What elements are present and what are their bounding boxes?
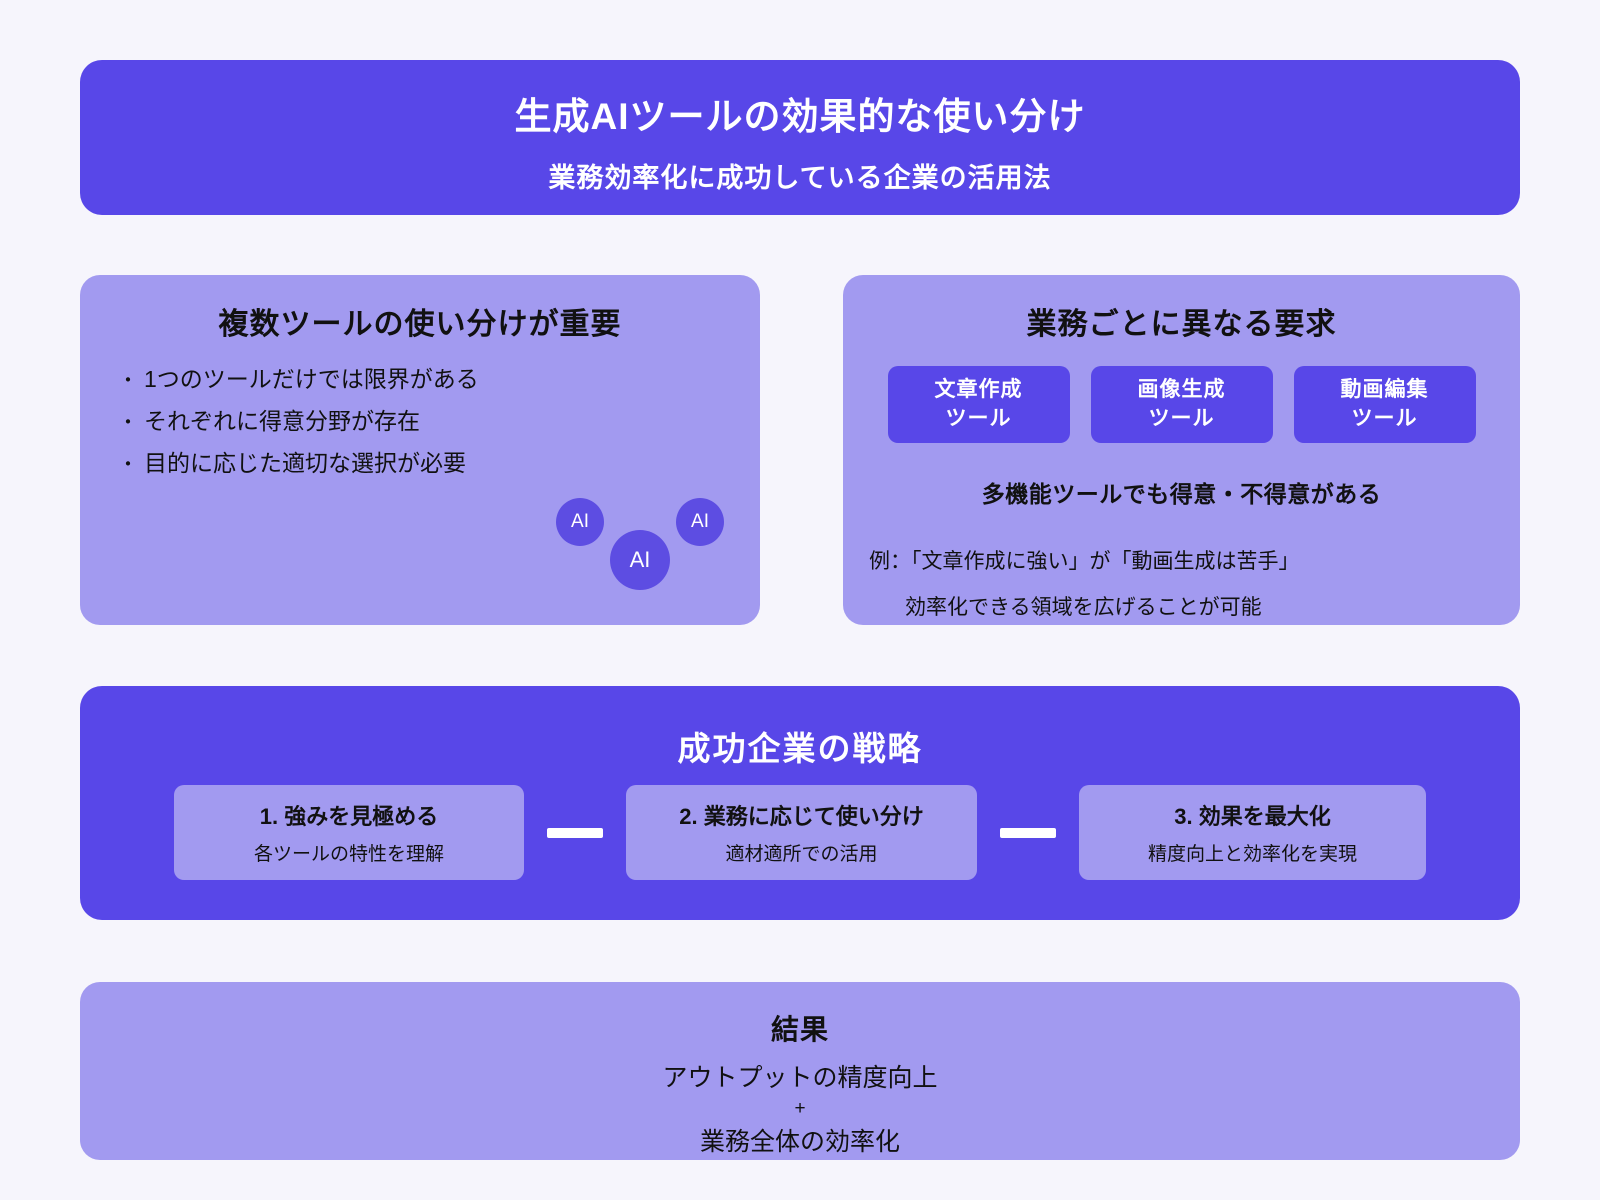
- step-use-by-task: 2. 業務に応じて使い分け 適材適所での活用: [626, 785, 977, 880]
- result-card: 結果 アウトプットの精度向上 + 業務全体の効率化: [80, 982, 1520, 1160]
- step-title: 3. 効果を最大化: [1174, 804, 1331, 829]
- bullet-text: それぞれに得意分野が存在: [144, 408, 420, 434]
- step-title: 2. 業務に応じて使い分け: [679, 804, 924, 829]
- page-subtitle: 業務効率化に成功している企業の活用法: [548, 163, 1052, 193]
- chip-line1: 文章作成: [934, 377, 1023, 401]
- chip-text-creation-tool: 文章作成 ツール: [887, 366, 1070, 443]
- card-multiple-tools: 複数ツールの使い分けが重要 ・ 1つのツールだけでは限界がある ・ それぞれに得…: [80, 275, 760, 625]
- step-desc: 適材適所での活用: [725, 844, 878, 865]
- connector-dash: [547, 827, 603, 838]
- bullet-marker: ・: [118, 370, 138, 392]
- right-card-title: 業務ごとに異なる要求: [1026, 308, 1337, 341]
- ai-badge-label: AI: [571, 511, 589, 532]
- left-card-title: 複数ツールの使い分けが重要: [218, 308, 622, 341]
- result-line-2: 業務全体の効率化: [699, 1128, 900, 1156]
- strategy-title: 成功企業の戦略: [677, 730, 923, 767]
- chip-line1: 画像生成: [1137, 377, 1226, 401]
- ai-badge-icon: AI: [610, 530, 670, 590]
- strategy-steps-row: 1. 強みを見極める 各ツールの特性を理解 2. 業務に応じて使い分け 適材適所…: [80, 785, 1520, 880]
- step-identify-strengths: 1. 強みを見極める 各ツールの特性を理解: [174, 785, 524, 880]
- bullet-item: ・ 1つのツールだけでは限界がある: [118, 359, 760, 401]
- strategy-band: 成功企業の戦略 1. 強みを見極める 各ツールの特性を理解 2. 業務に応じて使…: [80, 686, 1520, 920]
- emphasis-text: 多機能ツールでも得意・不得意がある: [981, 481, 1382, 507]
- ai-badge-label: AI: [629, 547, 651, 572]
- bullet-marker: ・: [118, 412, 138, 434]
- bullet-item: ・ それぞれに得意分野が存在: [118, 401, 760, 443]
- chip-line2: ツール: [1351, 406, 1418, 430]
- chip-image-generation-tool: 画像生成 ツール: [1090, 366, 1273, 443]
- bullet-marker: ・: [118, 454, 138, 476]
- bullet-text: 1つのツールだけでは限界がある: [144, 366, 479, 392]
- left-card-bullet-list: ・ 1つのツールだけでは限界がある ・ それぞれに得意分野が存在 ・ 目的に応じ…: [118, 359, 760, 485]
- chip-line1: 動画編集: [1340, 377, 1429, 401]
- ai-badge-label: AI: [691, 511, 709, 532]
- step-maximize-effect: 3. 効果を最大化 精度向上と効率化を実現: [1079, 785, 1426, 880]
- bullet-item: ・ 目的に応じた適切な選択が必要: [118, 443, 760, 485]
- tool-chip-row: 文章作成 ツール 画像生成 ツール 動画編集 ツール: [843, 366, 1520, 443]
- result-line-1: アウトプットの精度向上: [662, 1064, 938, 1092]
- bullet-text: 目的に応じた適切な選択が必要: [144, 450, 466, 476]
- step-desc: 各ツールの特性を理解: [253, 844, 444, 865]
- example-line-2: 効率化できる領域を広げることが可能: [905, 596, 1262, 619]
- chip-line2: ツール: [945, 406, 1012, 430]
- page-title: 生成AIツールの効果的な使い分け: [514, 96, 1086, 137]
- ai-badge-icon: AI: [556, 498, 604, 546]
- example-line-1: 例：「文章作成に強い」が「動画生成は苦手」: [869, 550, 1300, 573]
- step-desc: 精度向上と効率化を実現: [1147, 844, 1357, 865]
- card-task-requirements: 業務ごとに異なる要求 文章作成 ツール 画像生成 ツール 動画編集 ツール 多機…: [843, 275, 1520, 625]
- header-banner: 生成AIツールの効果的な使い分け 業務効率化に成功している企業の活用法: [80, 60, 1520, 215]
- connector-dash: [1000, 827, 1056, 838]
- result-title: 結果: [770, 1014, 829, 1045]
- chip-video-editing-tool: 動画編集 ツール: [1293, 366, 1476, 443]
- chip-line2: ツール: [1148, 406, 1215, 430]
- step-title: 1. 強みを見極める: [259, 804, 439, 829]
- result-plus: +: [794, 1098, 806, 1119]
- ai-badge-icon: AI: [676, 498, 724, 546]
